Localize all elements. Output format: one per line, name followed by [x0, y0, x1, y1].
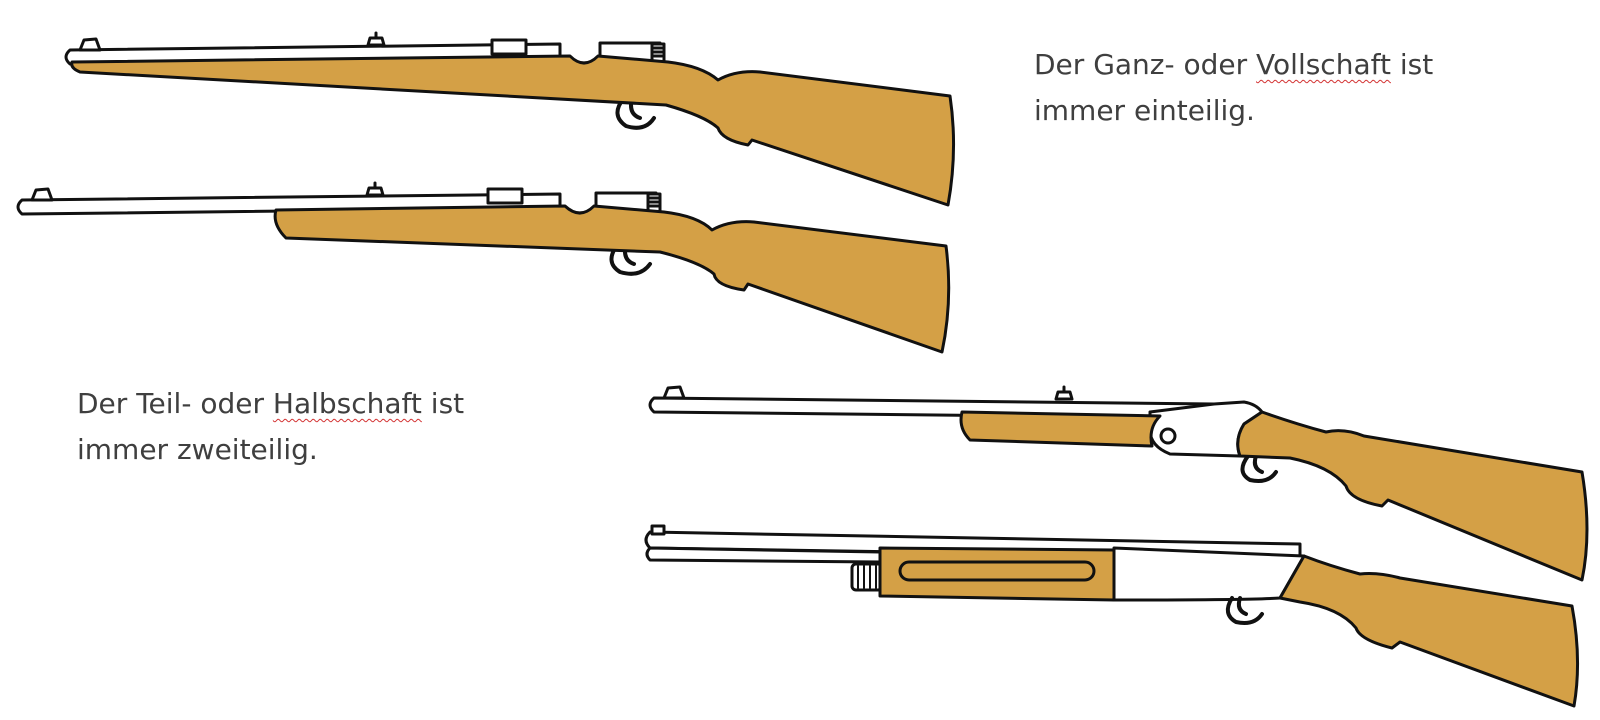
- rifle-3-forend: [959, 410, 1162, 448]
- rifle-3-hinge-pin: [1159, 427, 1177, 445]
- rifle-3-barrel: [648, 385, 1216, 420]
- full-stock-caption-line-1: Der Ganz- oder Vollschaft ist: [1034, 48, 1434, 81]
- full-stock-caption-line-2: immer einteilig.: [1034, 94, 1255, 127]
- full-stock-rifle: [64, 31, 956, 207]
- half-stock-rifle-3: [644, 524, 1580, 708]
- rifle-3-buttstock: [1236, 410, 1589, 582]
- half-stock-caption-line-2: immer zweiteilig.: [77, 433, 318, 466]
- rifle-4-magazine-cap-ridges: [857, 565, 877, 589]
- rifle-4-receiver: [1112, 546, 1306, 602]
- half-stock-rifle-1: [16, 181, 951, 354]
- spellcheck-marked-word: Halbschaft: [272, 387, 422, 420]
- rifle-4-forend-slot: [898, 560, 1096, 582]
- half-stock-caption-line-1: Der Teil- oder Halbschaft ist: [77, 387, 465, 420]
- rifle-3-trigger-guard: [1240, 454, 1278, 483]
- spellcheck-marked-word: Vollschaft: [1256, 48, 1391, 81]
- rifle-1-stock: [70, 54, 956, 207]
- rifle-4-buttstock: [1278, 554, 1580, 708]
- rifle-2-stock: [273, 204, 951, 354]
- half-stock-caption: Der Teil- oder Halbschaft ist immer zwei…: [77, 381, 464, 473]
- rifle-4-magazine-cap: [850, 562, 884, 592]
- rifle-4-trigger-guard: [1225, 596, 1264, 625]
- full-stock-caption: Der Ganz- oder Vollschaft ist immer eint…: [1034, 42, 1433, 134]
- half-stock-rifle-2: [648, 385, 1589, 582]
- rifle-1-barrel: [64, 31, 666, 66]
